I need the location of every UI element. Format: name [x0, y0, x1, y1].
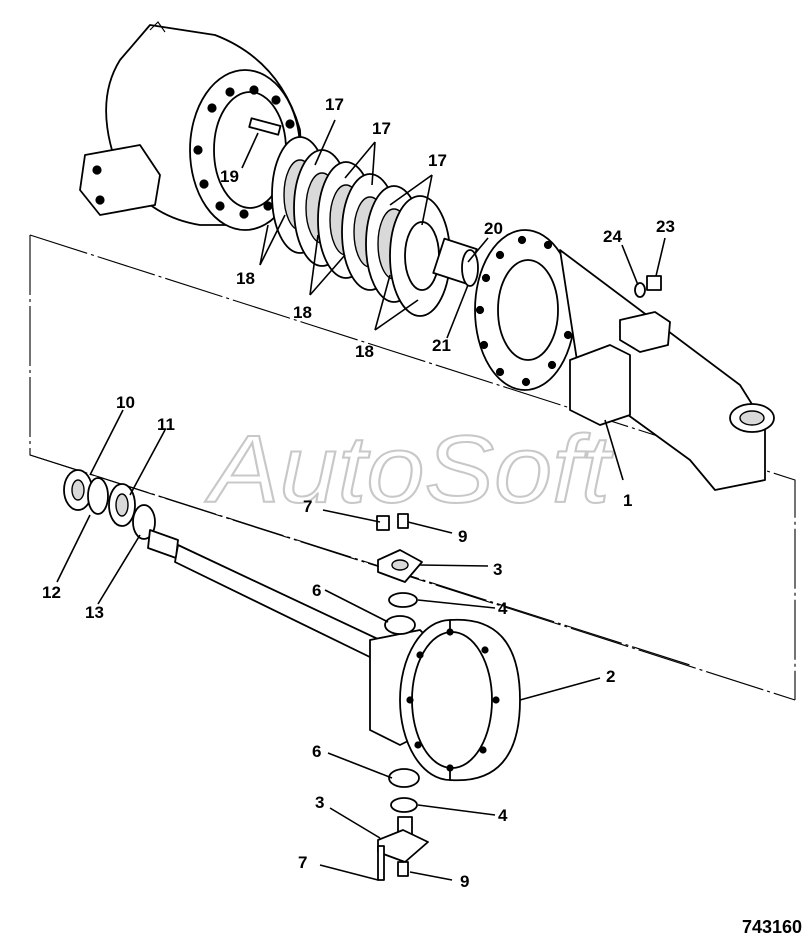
callout-21: 21	[432, 336, 451, 355]
figure-number: 743160	[742, 917, 802, 937]
callout-labels: 1 2 3 3 4 4 6 6 7 7 9 9 10 11 12 13 17 1…	[42, 95, 675, 891]
callout-17-c: 17	[428, 151, 447, 170]
splined-hub	[432, 237, 479, 287]
callout-2: 2	[606, 667, 615, 686]
callout-17-b: 17	[372, 119, 391, 138]
callout-9-upper: 9	[458, 527, 467, 546]
callout-18-b: 18	[293, 303, 312, 322]
hub-assembly	[369, 618, 521, 782]
callout-12: 12	[42, 583, 61, 602]
upper-kingpin-parts	[376, 513, 423, 635]
callout-1: 1	[623, 491, 632, 510]
callout-19: 19	[220, 167, 239, 186]
callout-24: 24	[603, 227, 622, 246]
watermark: AutoSoft	[205, 416, 614, 523]
callout-9-lower: 9	[460, 872, 469, 891]
callout-17-a: 17	[325, 95, 344, 114]
callout-4-upper: 4	[498, 599, 508, 618]
callout-13: 13	[85, 603, 104, 622]
callout-20: 20	[484, 219, 503, 238]
callout-3-lower: 3	[315, 793, 324, 812]
callout-18-c: 18	[355, 342, 374, 361]
leader-lines	[56, 119, 666, 881]
callout-18-a: 18	[236, 269, 255, 288]
differential-housing	[79, 21, 302, 231]
lower-kingpin-parts	[377, 768, 429, 881]
assembly-boundary	[29, 234, 796, 701]
callout-11: 11	[157, 415, 175, 434]
axle-housing	[474, 229, 775, 491]
callout-6-lower: 6	[312, 742, 321, 761]
bolt-23	[646, 275, 662, 291]
washer-24	[634, 282, 646, 298]
callout-3-upper: 3	[493, 560, 502, 579]
drive-shaft	[147, 529, 381, 661]
callout-7-lower: 7	[298, 853, 307, 872]
callout-23: 23	[656, 217, 675, 236]
callout-4-lower: 4	[498, 806, 508, 825]
clutch-plate-stack	[271, 136, 451, 317]
callout-6-upper: 6	[312, 581, 321, 600]
bearing-set	[63, 469, 156, 540]
pin-19	[248, 117, 282, 136]
callout-7-upper: 7	[303, 497, 312, 516]
callout-10: 10	[116, 393, 135, 412]
